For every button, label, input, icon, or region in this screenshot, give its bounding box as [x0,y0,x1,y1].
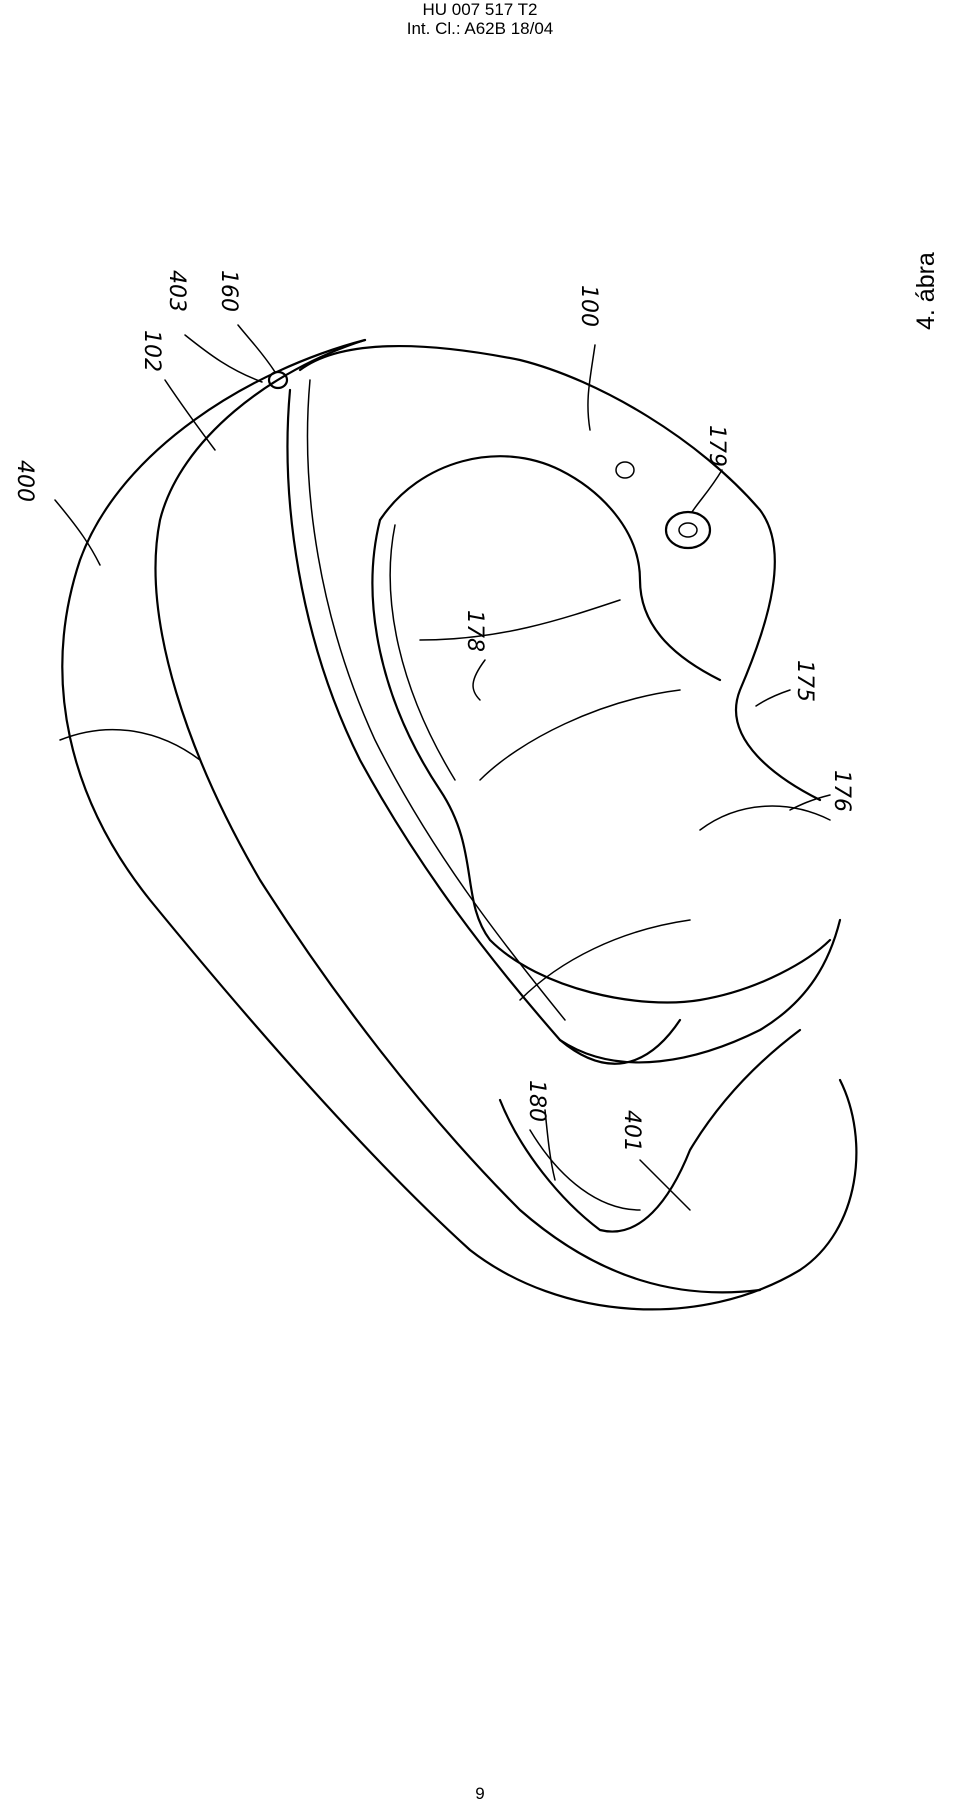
fastener-160 [267,370,289,390]
figure-label: 4. ábra [912,252,940,330]
outer-shell [61,338,858,1311]
ref-180: 180 [524,1080,549,1122]
shell-band [154,338,762,1294]
ref-175: 175 [792,660,817,702]
ref-179: 179 [704,425,729,467]
classification: Int. Cl.: A62B 18/04 [406,19,554,38]
patent-number: HU 007 517 T2 [422,0,538,19]
ref-102: 102 [139,330,164,372]
page-number: 9 [475,1784,485,1803]
visor-rim [298,344,822,802]
ref-176: 176 [829,770,854,812]
ref-100: 100 [576,285,601,327]
face-opening [378,455,722,682]
ref-401: 401 [619,1110,644,1152]
ref-400: 400 [12,460,37,502]
page-header: HU 007 517 T2 Int. Cl.: A62B 18/04 [0,0,960,38]
ref-178: 178 [462,610,487,652]
button-179 [664,510,712,550]
ref-160: 160 [216,270,241,312]
ref-403: 403 [164,270,189,312]
